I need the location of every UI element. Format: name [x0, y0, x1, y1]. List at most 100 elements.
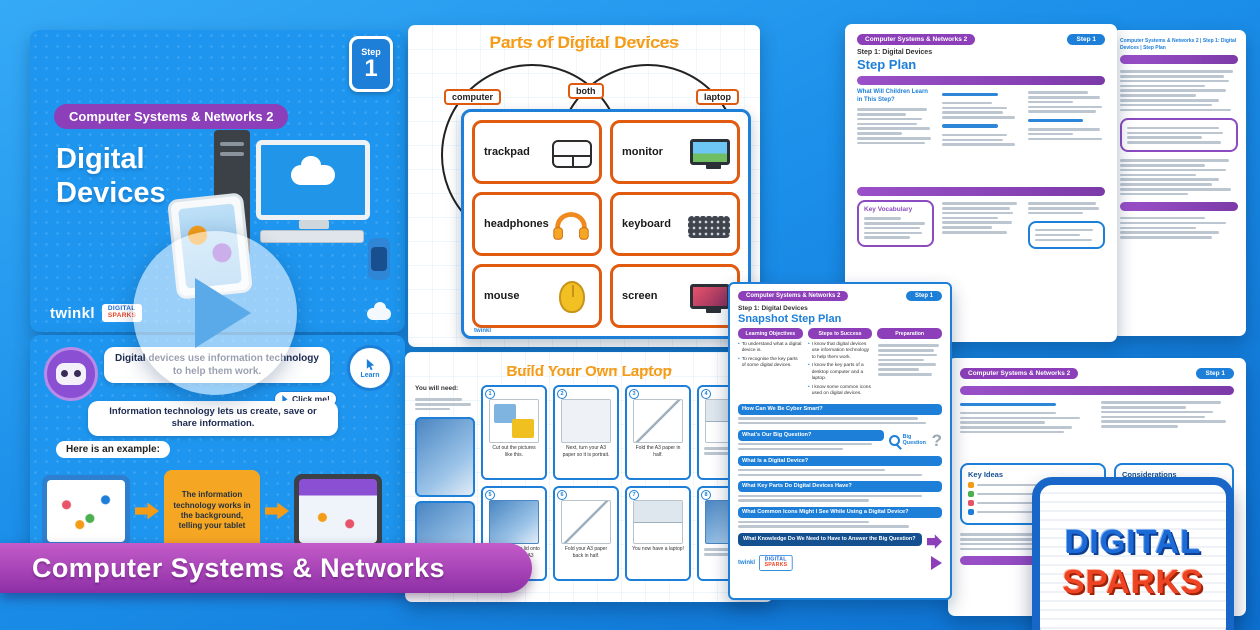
step-word: Step	[361, 47, 381, 57]
cloud-icon	[291, 156, 335, 185]
step-plan-page-1: Computer Systems & Networks 2 Step 1 Ste…	[845, 24, 1117, 342]
play-icon	[195, 278, 251, 348]
twinkl-logo: twinkl	[474, 328, 492, 334]
you-will-need-heading: You will need:	[415, 385, 459, 392]
document-footer: twinkl DIGITAL SPARKS	[738, 553, 942, 573]
objective-item: •To understand what a digital device is.	[738, 342, 802, 354]
step-number-badge: 3	[629, 389, 639, 399]
arrow-right-icon	[927, 534, 942, 549]
twinkl-logo: twinkl	[50, 304, 95, 322]
column	[942, 200, 1019, 296]
text-placeholder	[878, 342, 942, 378]
text-placeholder	[1120, 215, 1238, 241]
step-number-badge: 2	[557, 389, 567, 399]
heading-placeholder	[1027, 118, 1084, 123]
question-heading: How Can We Be Cyber Smart?	[738, 403, 942, 415]
keyboard-icon	[688, 216, 730, 238]
col-learning-objectives: Learning Objectives	[738, 328, 803, 339]
instruction-figure	[633, 399, 683, 443]
preparation-column	[878, 342, 942, 400]
keyboard-icon	[260, 230, 364, 243]
step-pill: Step 1	[905, 291, 942, 301]
step-number: 1	[364, 55, 378, 82]
question-block: What's Our Big Question?	[738, 429, 884, 453]
process-description-box: The information technology works in the …	[164, 470, 260, 552]
cursor-icon	[282, 395, 288, 404]
speech-bubble-2: Information technology lets us create, s…	[88, 401, 338, 436]
laptop-title: Build Your Own Laptop	[506, 363, 672, 380]
heading-placeholder	[942, 124, 998, 128]
text-placeholder	[415, 396, 475, 413]
video-play-button[interactable]	[133, 231, 297, 395]
bullet-icon	[968, 500, 974, 506]
series-banner-label: Computer Systems & Networks	[32, 552, 445, 583]
document-header: Computer Systems & Networks 2 Step 1	[960, 368, 1234, 379]
text-placeholder	[738, 518, 942, 530]
learn-button[interactable]: Learn	[347, 345, 393, 391]
example-label: Here is an example:	[56, 441, 170, 458]
question-section-2: What's Our Big Question? Big Question ?	[738, 429, 942, 453]
tablet-screen	[299, 479, 377, 543]
mouse-icon	[559, 280, 585, 313]
digital-sparks-mini-logo: DIGITAL SPARKS	[101, 304, 143, 322]
parts-title: Parts of Digital Devices	[489, 33, 679, 52]
document-subtitle: Step 1: Digital Devices	[857, 49, 933, 56]
digital-sparks-mini-logo: DIGITAL SPARKS	[759, 555, 793, 571]
question-heading: What's Our Big Question?	[738, 429, 884, 441]
text-placeholder	[1027, 126, 1105, 143]
step-number-badge: 4	[701, 389, 711, 399]
photo-card	[415, 416, 475, 497]
column-headers: Learning Objectives Steps to Success Pre…	[738, 328, 943, 339]
step-number-badge: 6	[557, 490, 567, 500]
column	[1027, 200, 1105, 296]
tablet-drawing-icon	[42, 475, 130, 547]
success-item: •I know some common icons used on digita…	[808, 384, 871, 397]
heading-placeholder	[942, 92, 998, 96]
slide-title: Digital Devices	[56, 142, 166, 210]
heading-placeholder	[960, 402, 1056, 406]
cursor-icon	[366, 358, 374, 370]
robot-mascot	[44, 347, 98, 401]
arrow-right-icon	[135, 502, 159, 520]
parts-worksheet: Parts of Digital Devices computer both l…	[408, 25, 760, 347]
robot-face	[56, 363, 86, 385]
columns: Key Vocabulary	[857, 200, 1105, 296]
instruction-card-2: 2 Next, turn your A3 paper so it is port…	[553, 385, 619, 480]
brand-row: twinkl DIGITAL SPARKS	[50, 304, 143, 322]
text-placeholder	[1120, 68, 1238, 113]
instruction-figure	[489, 399, 539, 443]
card-label: trackpad	[484, 146, 530, 158]
twinkl-logo: twinkl	[738, 559, 756, 566]
columns: What Will Children Learn in This Step?	[857, 89, 1105, 183]
text-placeholder	[1027, 200, 1105, 217]
instruction-card-1: 1 Cut out the pictures like this.	[481, 385, 547, 480]
venn-label-computer: computer	[444, 89, 502, 105]
title-slide: Step 1 Computer Systems & Networks 2 Dig…	[30, 30, 405, 332]
venn-label-laptop: laptop	[696, 89, 739, 105]
instruction-figure	[561, 500, 611, 544]
document-title: Snapshot Step Plan	[738, 313, 842, 325]
digital-sparks-logo-card: DIGITAL SPARKS	[1032, 477, 1234, 630]
column	[1101, 399, 1234, 459]
card-label: monitor	[622, 146, 663, 158]
callout-box	[1120, 118, 1238, 152]
section-bar	[1120, 201, 1238, 211]
series-banner: Computer Systems & Networks	[0, 543, 532, 593]
section-bar	[857, 76, 1105, 85]
text-placeholder	[1027, 89, 1105, 115]
title-line-1: Digital	[56, 143, 145, 175]
text-placeholder	[942, 100, 1019, 121]
instruction-caption: You now have a laptop!	[632, 546, 684, 552]
col-steps-to-success: Steps to Success	[807, 328, 873, 339]
callout-box	[1027, 220, 1105, 250]
tablet-game-icon	[294, 474, 382, 548]
unit-badge: Computer Systems & Networks 2	[54, 104, 289, 129]
success-item: •I know that digital devices use informa…	[808, 342, 870, 360]
digital-wordmark: DIGITAL	[1064, 523, 1202, 560]
final-question-box: What Knowledge Do We Need to Have to Ans…	[738, 533, 922, 547]
smartwatch-icon	[368, 238, 390, 280]
column	[942, 89, 1019, 183]
big-question-badge: Big Question ?	[888, 430, 942, 449]
card-label: screen	[622, 290, 658, 302]
